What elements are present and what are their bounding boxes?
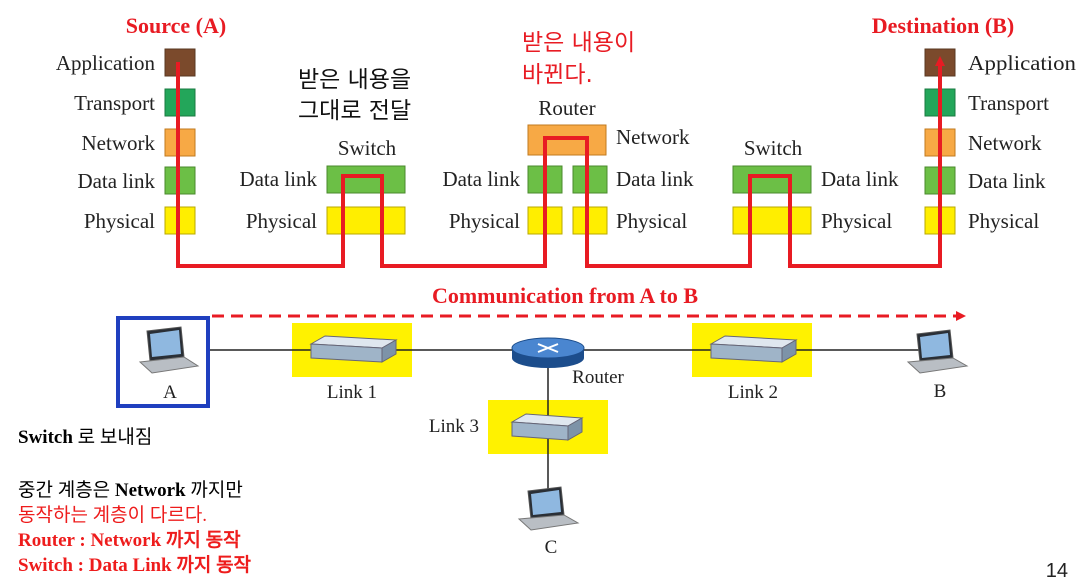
link1-label: Link 1 xyxy=(327,382,377,403)
router-physical-right-label: Physical xyxy=(616,209,687,233)
link2-label: Link 2 xyxy=(728,382,778,403)
note-line2-post: 까지만 xyxy=(185,480,243,501)
dst-transport-label: Transport xyxy=(968,91,1049,115)
note-line5: Switch : Data Link 까지 동작 xyxy=(18,555,252,576)
router-note-line1: 받은 내용이 xyxy=(522,30,635,56)
switch-1-physical-label: Physical xyxy=(246,209,317,233)
router-physical-left-label: Physical xyxy=(449,209,520,233)
laptop-c-icon xyxy=(517,486,580,531)
note-line2-pre: 중간 계층은 xyxy=(18,480,115,501)
note-switch-word: Switch xyxy=(18,427,73,448)
note-layer-explanation: 중간 계층은 Network 까지만 동작하는 계층이 다르다. Router … xyxy=(18,478,251,578)
dst-datalink-label: Data link xyxy=(968,169,1046,193)
src-datalink-label: Data link xyxy=(77,169,155,193)
note-switch-sent: Switch 로 보내짐 xyxy=(18,425,152,450)
switch-annotation: 받은 내용을 그대로 전달 xyxy=(298,67,411,124)
src-network-label: Network xyxy=(82,131,156,155)
page-number: 14 xyxy=(1045,560,1068,582)
router-network-label-bottom: Router xyxy=(572,367,624,388)
switch-1-datalink-label: Data link xyxy=(239,167,317,191)
src-transport-label: Transport xyxy=(74,91,155,115)
router-datalink-right-box xyxy=(572,165,608,194)
destination-stack: Application Transport Network Data link … xyxy=(924,48,1077,235)
link3-label: Link 3 xyxy=(429,416,479,437)
switch-1-datalink-box xyxy=(326,165,406,194)
laptop-b-icon xyxy=(906,329,969,374)
host-a-frame xyxy=(116,316,210,408)
dst-physical-label: Physical xyxy=(968,209,1039,233)
switch-1-title: Switch xyxy=(338,136,397,160)
communication-label: Communication from A to B xyxy=(432,283,698,308)
host-c-label: C xyxy=(545,537,558,558)
switch-note-line2: 그대로 전달 xyxy=(298,98,411,124)
source-title: Source (A) xyxy=(126,13,226,38)
router-icon xyxy=(511,337,585,368)
switch-2-title: Switch xyxy=(744,136,803,160)
host-a-label: A xyxy=(163,382,177,403)
note-line2-bold: Network xyxy=(114,480,186,501)
switch-link1-icon xyxy=(309,335,398,363)
switch-2-datalink-box xyxy=(732,165,812,194)
dst-network-label: Network xyxy=(968,131,1042,155)
router-network-label: Network xyxy=(616,125,690,149)
laptop-a-icon xyxy=(138,326,200,374)
router-datalink-right-label: Data link xyxy=(616,167,694,191)
router-note-line2: 바뀐다. xyxy=(522,62,593,88)
router-title: Router xyxy=(538,96,595,120)
router-annotation: 받은 내용이 바뀐다. xyxy=(522,30,635,88)
note-line3: 동작하는 계층이 다르다. xyxy=(18,505,208,526)
destination-title: Destination (B) xyxy=(872,13,1014,38)
switch-2-physical-label: Physical xyxy=(821,209,892,233)
switch-link2-icon xyxy=(709,335,798,363)
switch-2-physical-box xyxy=(732,206,812,235)
note-line2: 중간 계층은 Network 까지만 xyxy=(18,478,251,503)
src-application-label: Application xyxy=(56,51,156,75)
router-datalink-left-label: Data link xyxy=(442,167,520,191)
switch-1-stack: Switch Data link Physical xyxy=(239,136,406,235)
note-switch-rest: 로 보내짐 xyxy=(72,427,153,448)
router-stack: Router Network Data link Physical Data l… xyxy=(442,96,694,235)
host-b-label: B xyxy=(934,381,947,402)
source-stack: Application Transport Network Data link … xyxy=(56,48,196,235)
switch-link3-icon xyxy=(510,413,584,441)
note-line4: Router : Network 까지 동작 xyxy=(18,530,241,551)
router-physical-right-box xyxy=(572,206,608,235)
switch-2-stack: Switch Data link Physical xyxy=(732,136,899,235)
dst-application-label: Application xyxy=(968,51,1077,75)
switch-note-line1: 받은 내용을 xyxy=(298,67,411,93)
src-physical-label: Physical xyxy=(84,209,155,233)
switch-1-physical-box xyxy=(326,206,406,235)
data-path-line xyxy=(176,56,945,268)
switch-2-datalink-label: Data link xyxy=(821,167,899,191)
